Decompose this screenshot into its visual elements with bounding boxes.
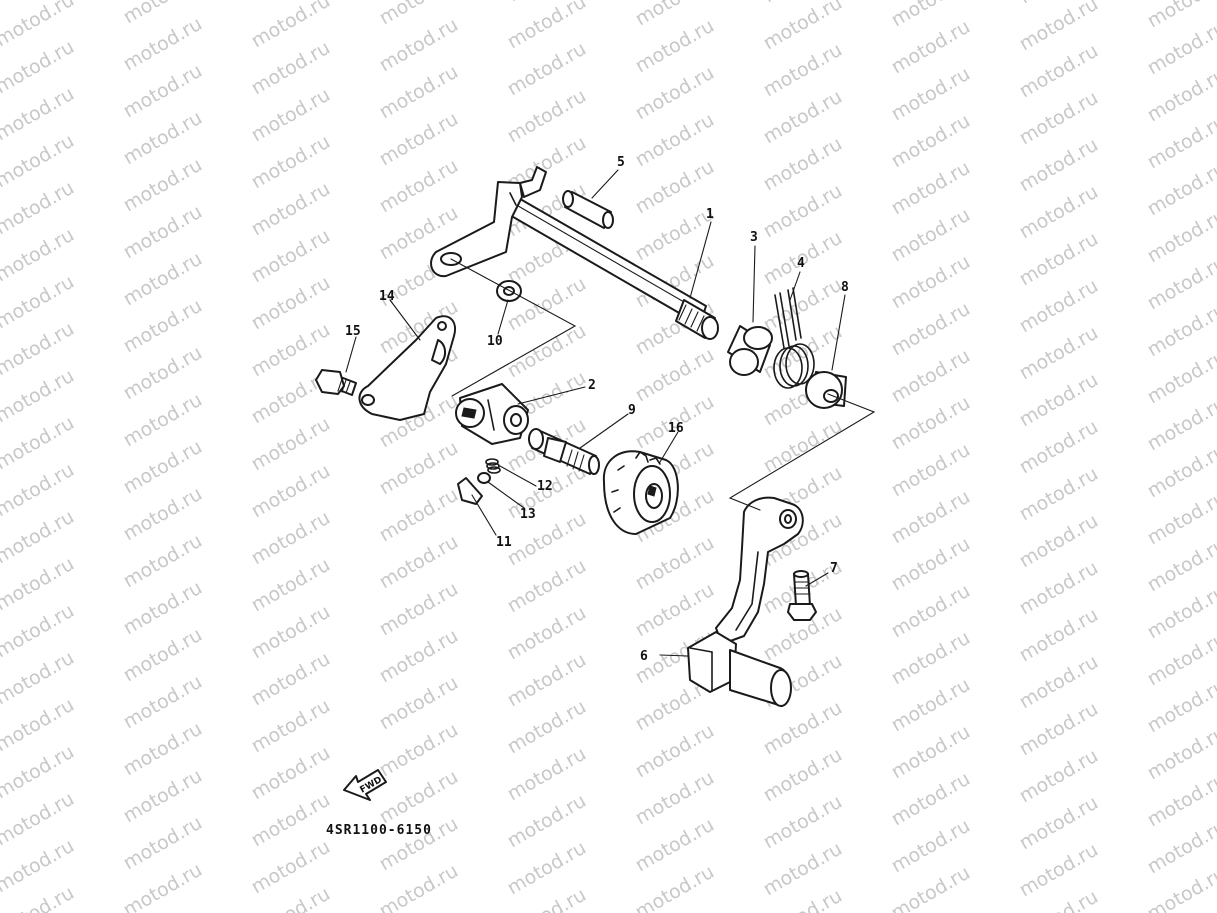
callout-3: 3 — [750, 230, 758, 245]
part-13-roller — [477, 472, 491, 484]
part-16-shift-drum-segment — [602, 450, 679, 535]
callout-12: 12 — [537, 479, 553, 494]
part-3-collar — [727, 325, 773, 376]
part-4-return-spring — [773, 287, 815, 389]
callout-labels: 1 2 3 4 5 6 7 8 9 10 11 12 13 14 15 16 — [345, 155, 849, 664]
callout-13: 13 — [520, 507, 536, 522]
part-2-shift-lever-body — [455, 383, 529, 445]
callout-5: 5 — [617, 155, 625, 170]
part-15-bolt — [315, 369, 357, 396]
callout-14: 14 — [379, 289, 395, 304]
callout-2: 2 — [588, 378, 596, 393]
callout-9: 9 — [628, 403, 636, 418]
part-6-shift-pedal — [687, 496, 804, 707]
callout-4: 4 — [797, 256, 805, 271]
callout-1: 1 — [706, 207, 714, 222]
callout-6: 6 — [640, 649, 648, 664]
part-11-pawl — [457, 477, 483, 505]
callout-7: 7 — [830, 561, 838, 576]
part-7-pedal-bolt — [787, 570, 817, 621]
assembly-lines — [450, 258, 876, 511]
part-9-stud-bolt — [528, 428, 600, 475]
part-8-bushing — [805, 371, 847, 409]
part-1-shift-shaft — [430, 166, 719, 340]
forward-direction-arrow-icon: FWD — [343, 769, 387, 801]
callout-10: 10 — [487, 334, 503, 349]
callout-15: 15 — [345, 324, 361, 339]
part-12-small-spring — [485, 458, 501, 474]
part-5-pin — [562, 190, 614, 229]
part-14-stopper-plate — [358, 315, 456, 421]
drawing-code: 4SR1100-6150 — [326, 823, 432, 838]
leader-lines — [345, 169, 846, 657]
part-10-washer — [496, 280, 522, 302]
callout-11: 11 — [496, 535, 512, 550]
callout-16: 16 — [668, 421, 684, 436]
callout-8: 8 — [841, 280, 849, 295]
